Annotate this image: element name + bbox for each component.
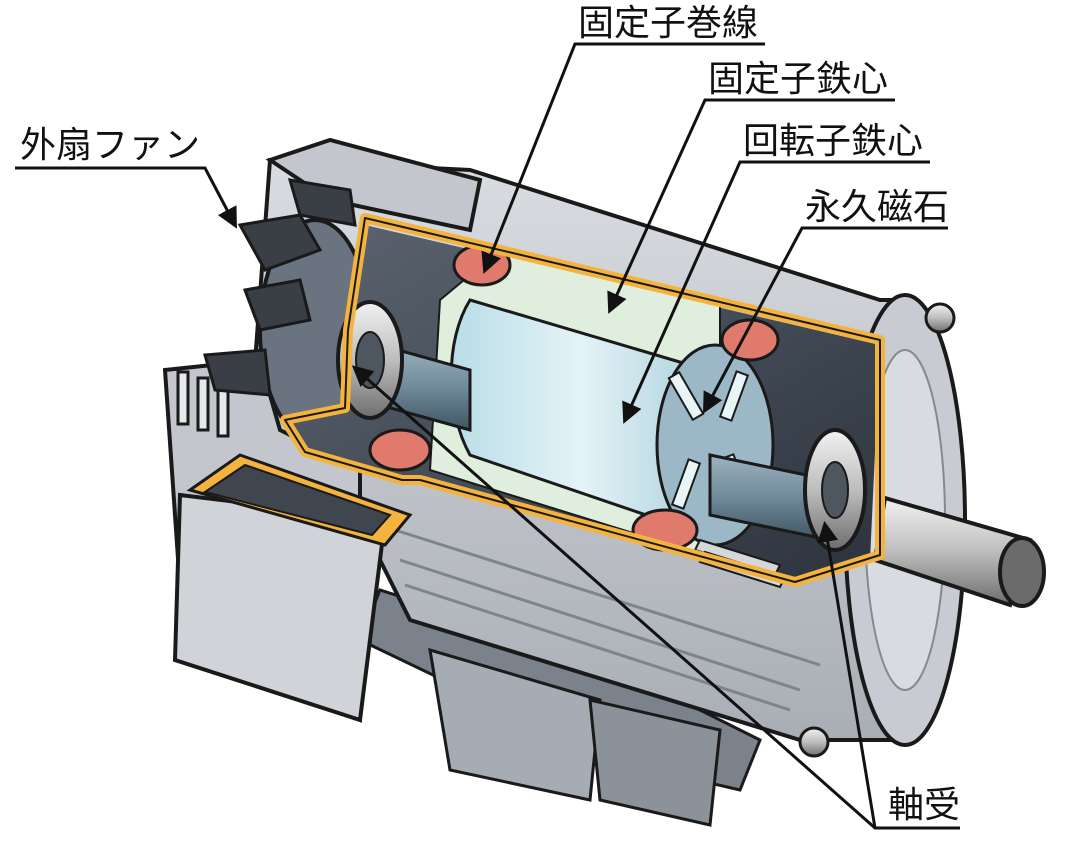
label-stator-winding: 固定子巻線 — [578, 3, 759, 44]
leader-bearing-2 — [817, 520, 877, 829]
terminal-box — [172, 453, 413, 723]
motor-base — [358, 588, 762, 827]
label-outer-fan: 外扇ファン — [20, 125, 201, 166]
leader-permanent-magnet — [703, 226, 948, 414]
leader-stator-core — [607, 98, 895, 314]
leader-stator-winding — [481, 42, 765, 274]
leader-lines — [15, 42, 960, 830]
cutaway-section — [280, 213, 885, 589]
label-permanent-magnet: 永久磁石 — [805, 187, 950, 228]
leader-outer-fan — [15, 166, 237, 229]
label-bearing: 軸受 — [888, 785, 961, 826]
output-shaft — [872, 495, 1046, 608]
leader-rotor-core — [622, 160, 930, 424]
label-rotor-core: 回転子鉄心 — [743, 121, 924, 162]
label-stator-core: 固定子鉄心 — [708, 59, 889, 100]
